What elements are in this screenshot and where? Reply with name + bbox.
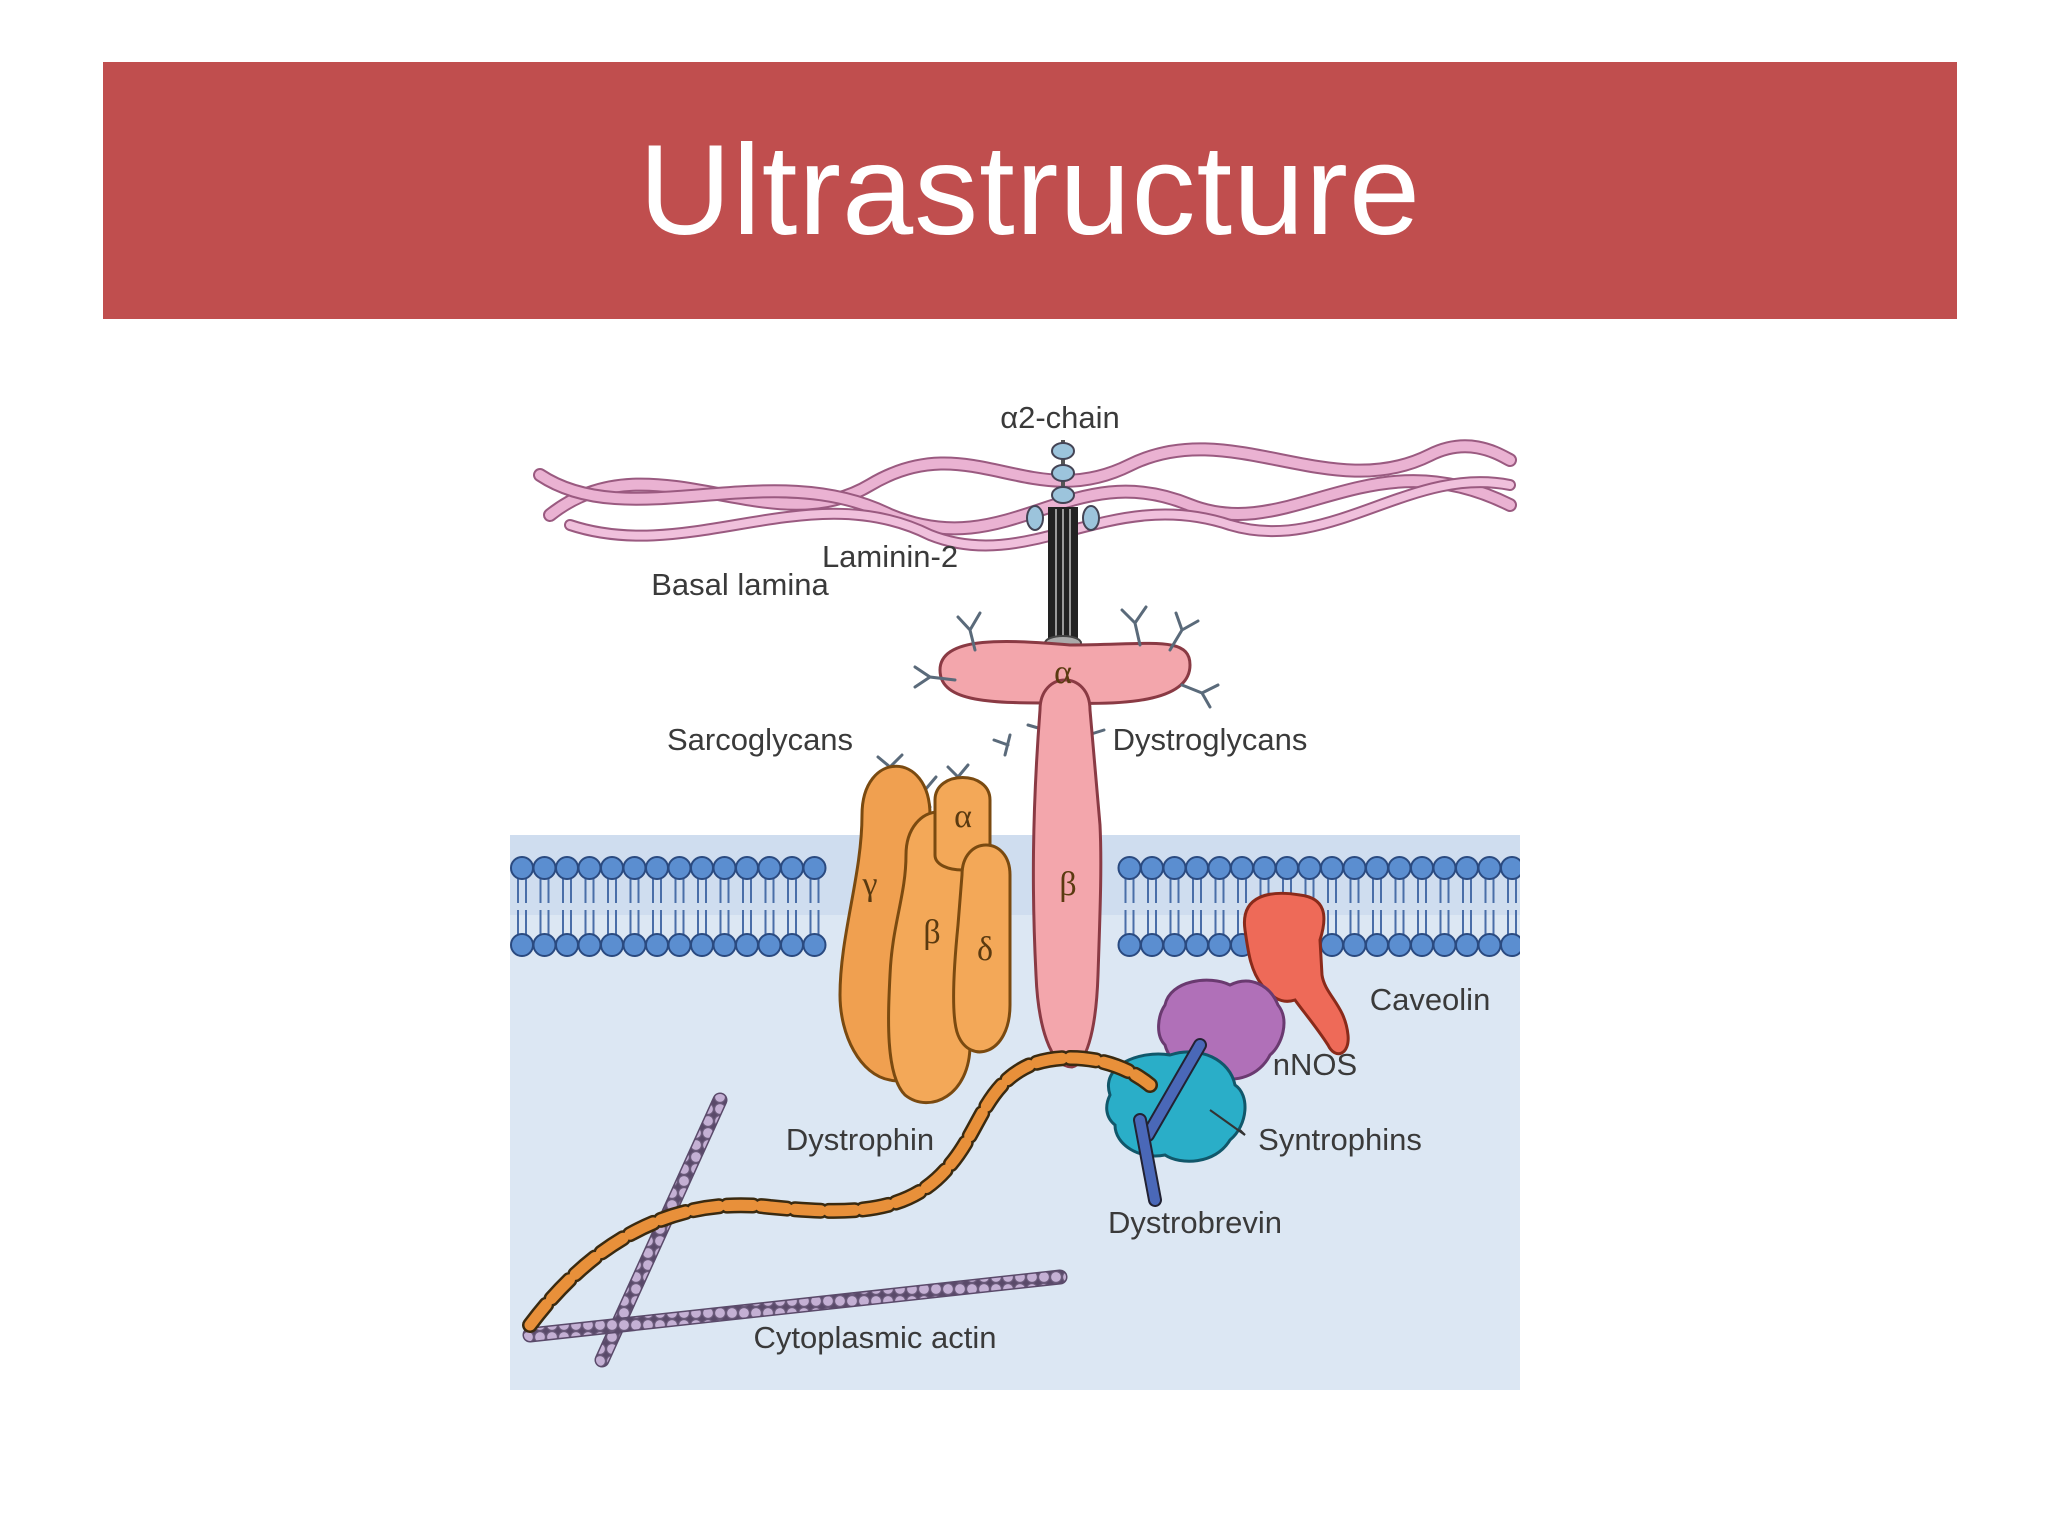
label-basal-lamina: Basal lamina <box>651 567 829 602</box>
lipid-head <box>757 856 782 880</box>
lipid-head <box>1297 856 1322 880</box>
lipid-head <box>667 856 692 880</box>
slide-title: Ultrastructure <box>638 119 1422 262</box>
lipid-head <box>600 856 624 880</box>
sarcoglycan-delta-letter: δ <box>977 931 993 968</box>
dystroglycan-alpha-letter: α <box>1054 654 1072 691</box>
label-cytoplasmic-actin: Cytoplasmic actin <box>754 1320 997 1355</box>
lipid-head <box>1252 856 1277 880</box>
lipid-head <box>1500 856 1520 880</box>
dystrobrevin <box>1133 1038 1207 1207</box>
lipid-head <box>1117 856 1142 880</box>
lipid-head <box>780 933 804 957</box>
lipid-head <box>690 933 714 957</box>
lipid-tails-bottom <box>517 910 1517 935</box>
sarcoglycan-alpha-letter: α <box>954 798 972 835</box>
lipid-head <box>735 933 759 957</box>
lipid-head <box>1320 856 1344 880</box>
cytoplasm-background <box>510 835 1520 1390</box>
lipid-head <box>1185 856 1209 880</box>
label-alpha2-chain: α2-chain <box>1000 400 1120 435</box>
label-syntrophins: Syntrophins <box>1258 1122 1422 1157</box>
lipid-head <box>712 856 737 880</box>
label-sarcoglycans: Sarcoglycans <box>667 722 853 757</box>
lipid-head <box>1162 856 1187 880</box>
lipid-head <box>1410 856 1434 880</box>
dystrophin <box>522 1049 1158 1333</box>
lipid-head <box>1477 933 1502 957</box>
lipid-head <box>645 856 669 880</box>
sarcoglycan-gamma-letter: γ <box>861 866 877 903</box>
syntrophins-pointer <box>1209 1109 1246 1136</box>
label-dystroglycans: Dystroglycans <box>1113 722 1308 757</box>
lipid-heads-bottom <box>510 933 1520 957</box>
lipid-head <box>1342 856 1367 880</box>
lipid-head <box>1320 933 1344 957</box>
lipid-head <box>577 856 602 880</box>
lipid-head <box>1140 933 1164 957</box>
lipid-head <box>1162 933 1187 957</box>
title-banner: Ultrastructure <box>103 62 1957 319</box>
lipid-bilayer <box>510 856 1520 957</box>
lipid-head <box>555 856 579 880</box>
label-dystrobrevin: Dystrobrevin <box>1108 1205 1282 1240</box>
lipid-head <box>1365 856 1389 880</box>
lipid-head <box>1432 856 1457 880</box>
lipid-head <box>802 856 827 880</box>
lipid-head <box>600 933 624 957</box>
label-nnos: nNOS <box>1273 1047 1357 1082</box>
lipid-head <box>555 933 579 957</box>
lipid-head <box>645 933 669 957</box>
lipid-head <box>1477 856 1502 880</box>
lipid-head <box>757 933 782 957</box>
lipid-head <box>577 933 602 957</box>
lipid-heads-top <box>510 856 1520 880</box>
label-laminin-2: Laminin-2 <box>822 539 958 574</box>
lipid-head <box>1185 933 1209 957</box>
lipid-head <box>1275 856 1299 880</box>
lipid-head <box>532 856 557 880</box>
lipid-head <box>712 933 737 957</box>
lipid-head <box>1455 856 1479 880</box>
beta-dystroglycan <box>1031 678 1103 1069</box>
lipid-head <box>1387 933 1412 957</box>
lipid-head <box>1432 933 1457 957</box>
lipid-head <box>510 856 534 880</box>
lipid-head <box>1117 933 1142 957</box>
lipid-head <box>1365 933 1389 957</box>
label-dystrophin: Dystrophin <box>786 1122 934 1157</box>
lipid-head <box>622 933 647 957</box>
dystroglycan-beta-letter: β <box>1059 866 1076 903</box>
lipid-head <box>510 933 534 957</box>
label-caveolin: Caveolin <box>1370 982 1491 1017</box>
laminin-2 <box>1026 440 1100 651</box>
sarcoglycans <box>838 764 1012 1105</box>
lipid-head <box>667 933 692 957</box>
lipid-head <box>1207 856 1232 880</box>
lipid-head <box>1207 933 1232 957</box>
lipid-head <box>735 856 759 880</box>
sarcoglycan-beta-letter: β <box>923 914 940 951</box>
sarcoglycan-delta <box>952 843 1012 1054</box>
lipid-head <box>690 856 714 880</box>
alpha-dystroglycan <box>938 640 1192 705</box>
lipid-head <box>1410 933 1434 957</box>
cytoplasmic-actin <box>522 1092 1068 1368</box>
lipid-head <box>1387 856 1412 880</box>
lipid-head <box>622 856 647 880</box>
lipid-head <box>780 856 804 880</box>
lipid-head <box>1455 933 1479 957</box>
lipid-head <box>1140 856 1164 880</box>
lipid-head <box>532 933 557 957</box>
basal-lamina-strands <box>533 439 1517 552</box>
lipid-head <box>1342 933 1367 957</box>
lipid-head <box>1230 856 1254 880</box>
lipid-head <box>802 933 827 957</box>
lipid-head <box>1500 933 1520 957</box>
dystrophin-complex-diagram: α β γ β α δ α2-chain Laminin-2 Basal lam… <box>510 400 1520 1390</box>
